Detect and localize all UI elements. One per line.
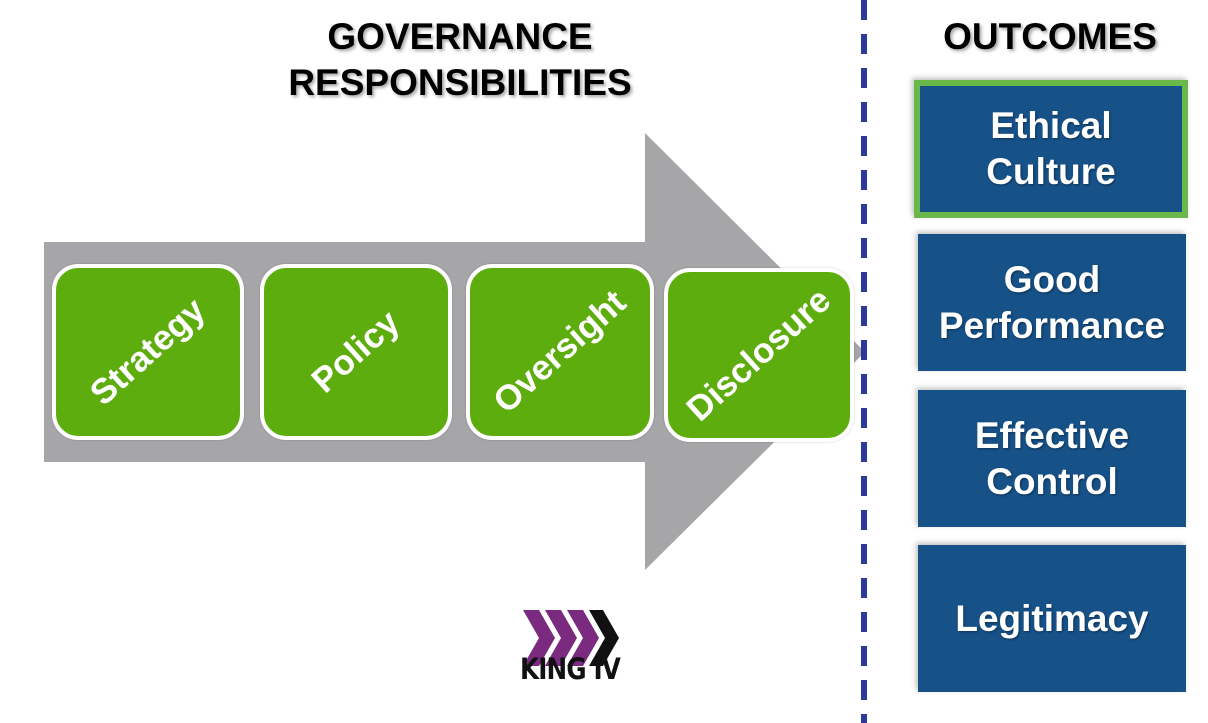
step-oversight: Oversight bbox=[466, 264, 654, 440]
dashed-divider bbox=[861, 0, 867, 723]
outcome-line: Legitimacy bbox=[955, 597, 1149, 639]
step-strategy: Strategy bbox=[52, 264, 244, 440]
heading-line-1: GOVERNANCE bbox=[327, 16, 593, 57]
outcome-effective-control: Effective Control bbox=[918, 390, 1186, 527]
heading-line-2: RESPONSIBILITIES bbox=[288, 62, 632, 103]
outcome-line: Culture bbox=[986, 151, 1116, 192]
king-iv-chevrons-icon bbox=[523, 610, 619, 666]
step-label: Disclosure bbox=[679, 280, 839, 429]
outcome-good-performance: Good Performance bbox=[918, 234, 1186, 371]
outcome-line: Ethical bbox=[990, 105, 1112, 146]
outcome-line: Effective bbox=[974, 414, 1130, 456]
chevron-black bbox=[589, 610, 619, 666]
chevron-purple-1 bbox=[523, 610, 555, 666]
arrow-shape bbox=[44, 133, 865, 570]
outcome-line: Control bbox=[986, 460, 1118, 502]
step-policy: Policy bbox=[260, 264, 452, 440]
outcome-line: Good bbox=[1003, 258, 1101, 300]
step-label: Oversight bbox=[485, 282, 634, 421]
king-iv-logo-text: KING IV bbox=[519, 652, 621, 686]
outcomes-heading: OUTCOMES bbox=[943, 16, 1157, 57]
chevron-purple-3 bbox=[567, 610, 599, 666]
chevron-purple-2 bbox=[545, 610, 577, 666]
outcome-ethical-culture: Ethical Culture bbox=[914, 80, 1188, 218]
outcome-legitimacy: Legitimacy bbox=[918, 545, 1186, 692]
step-disclosure: Disclosure bbox=[664, 268, 854, 442]
governance-responsibilities-heading: GOVERNANCE RESPONSIBILITIES bbox=[250, 14, 670, 106]
step-label: Policy bbox=[304, 302, 408, 401]
outcome-line: Performance bbox=[938, 304, 1166, 346]
step-label: Strategy bbox=[82, 290, 213, 413]
